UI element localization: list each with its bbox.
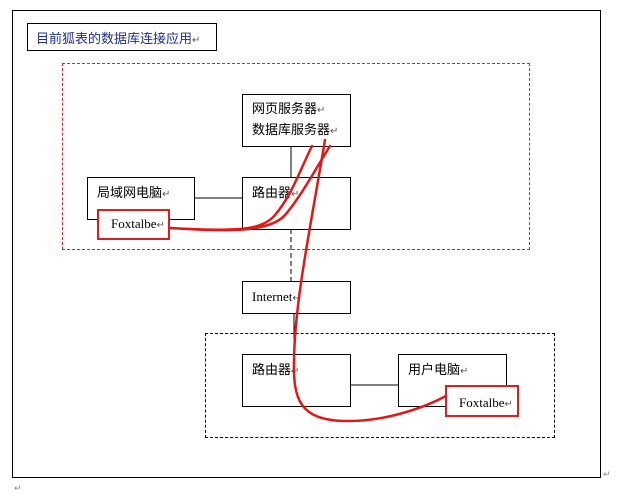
server-label-line1: 网页服务器 bbox=[252, 102, 318, 117]
lan-pc-label: 局域网电脑 bbox=[97, 186, 163, 201]
paragraph-mark: ↵ bbox=[192, 35, 201, 46]
router-top-label: 路由器 bbox=[252, 186, 292, 201]
diagram-title: 目前狐表的数据库连接应用↵ bbox=[27, 23, 217, 51]
user-pc-label: 用户电脑 bbox=[408, 363, 461, 378]
web-db-server-box: 网页服务器↵ 数据库服务器↵ bbox=[242, 94, 351, 147]
router-top-box: 路由器↵ bbox=[242, 177, 351, 230]
corner-mark-bottom-left: ↵ bbox=[14, 484, 22, 494]
internet-box: Internet↵ bbox=[242, 281, 351, 314]
internet-label: Internet bbox=[252, 289, 293, 304]
server-label-line2: 数据库服务器 bbox=[252, 123, 331, 138]
foxtalbe-bottom-label: Foxtalbe bbox=[459, 395, 505, 410]
router-bottom-label: 路由器 bbox=[252, 363, 292, 378]
foxtalbe-top-box: Foxtalbe↵ bbox=[97, 209, 170, 240]
foxtalbe-top-label: Foxtalbe bbox=[111, 216, 157, 231]
title-text: 目前狐表的数据库连接应用 bbox=[36, 32, 193, 47]
foxtalbe-bottom-box: Foxtalbe↵ bbox=[445, 385, 519, 417]
corner-mark-bottom-right: ↵ bbox=[603, 470, 611, 480]
router-bottom-box: 路由器↵ bbox=[242, 354, 351, 407]
page-frame bbox=[12, 10, 601, 478]
